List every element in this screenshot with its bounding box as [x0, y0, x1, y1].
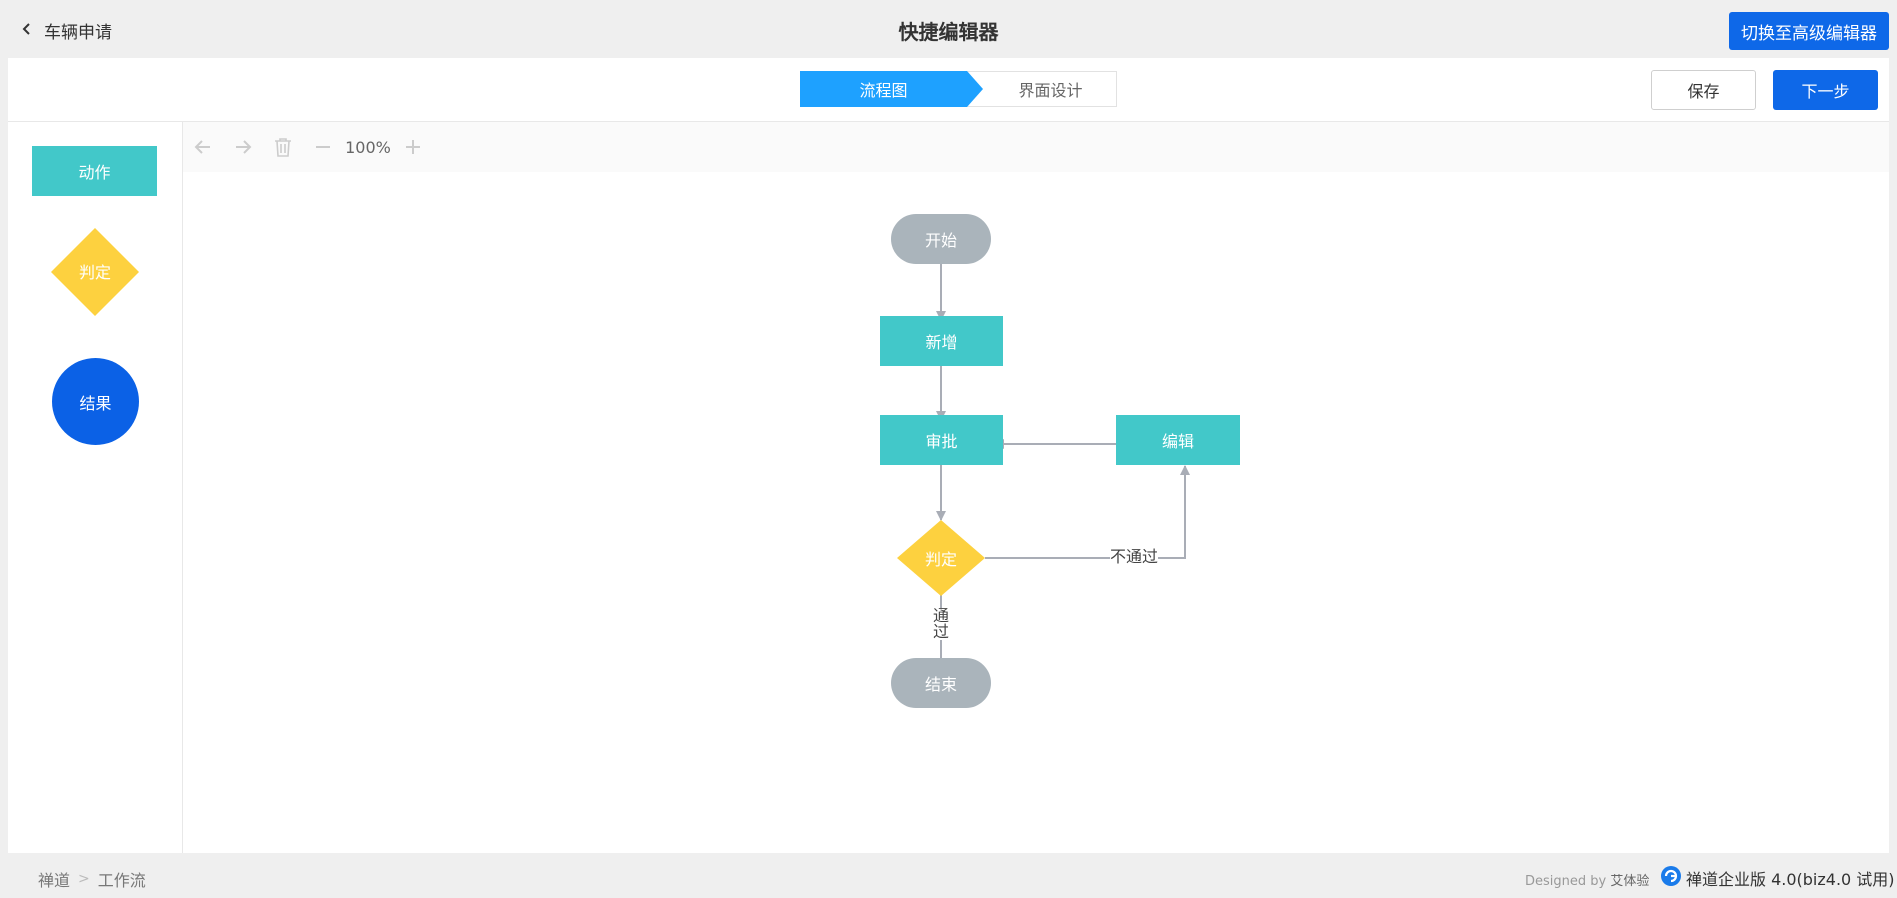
divider: [8, 121, 1889, 122]
breadcrumb-separator: >: [78, 871, 90, 887]
arrow-right-icon: [236, 140, 252, 154]
chevron-left-icon: [20, 21, 34, 40]
editor-panel: 流程图 界面设计 保存 下一步 动作 判定 结果 100%: [8, 58, 1889, 853]
decision-node-label: 判定: [924, 550, 957, 569]
palette-result-shape[interactable]: 结果: [52, 358, 139, 445]
palette-decision-label: 判定: [79, 263, 111, 282]
next-step-button[interactable]: 下一步: [1773, 70, 1878, 110]
breadcrumb-home[interactable]: 禅道: [38, 871, 71, 890]
flow-edges: [897, 264, 1190, 668]
palette-action-shape[interactable]: 动作: [32, 146, 157, 196]
save-button[interactable]: 保存: [1651, 70, 1756, 110]
edge-label-pass-1: 通: [933, 606, 950, 625]
flow-canvas[interactable]: 开始 新增 审批 编辑 判定 结束 不通过 通 过: [183, 172, 1889, 853]
arrow-left-icon: [194, 140, 210, 154]
breadcrumb: 禅道 > 工作流: [38, 867, 146, 891]
minus-icon: [316, 146, 330, 148]
node-end[interactable]: 结束: [891, 658, 991, 708]
footer: 禅道 > 工作流 Designed by 艾体验 禅道企业版 4.0(biz4.…: [0, 853, 1897, 898]
decision-node-shape[interactable]: [897, 520, 985, 596]
product-brand[interactable]: 禅道企业版 4.0(biz4.0 试用): [1660, 865, 1895, 891]
edge-decision-edit: [985, 465, 1190, 559]
node-add[interactable]: 新增: [880, 316, 1003, 366]
brand-label: 禅道企业版 4.0(biz4.0 试用): [1686, 870, 1895, 889]
redo-button[interactable]: [223, 127, 263, 167]
palette-decision-shape[interactable]: 判定: [51, 228, 139, 316]
back-button[interactable]: 车辆申请: [20, 18, 112, 43]
canvas-toolbar: 100%: [183, 122, 1889, 172]
switch-advanced-editor-button[interactable]: 切换至高级编辑器: [1729, 12, 1889, 50]
zoom-out-button[interactable]: [303, 127, 343, 167]
page-title: 快捷编辑器: [898, 20, 999, 44]
back-label: 车辆申请: [44, 22, 112, 43]
zoom-level: 100%: [345, 137, 391, 157]
zoom-in-button[interactable]: [393, 127, 433, 167]
zentao-logo-icon: [1660, 865, 1682, 891]
top-bar: 车辆申请 快捷编辑器 切换至高级编辑器: [0, 0, 1897, 58]
tab-ui-design[interactable]: 界面设计: [967, 71, 1117, 107]
designed-by-prefix: Designed by: [1525, 874, 1607, 889]
plus-icon: [406, 140, 420, 154]
designed-by-name: 艾体验: [1610, 874, 1650, 889]
step-tabs: 流程图 界面设计: [800, 71, 1117, 109]
node-edit[interactable]: 编辑: [1116, 415, 1240, 465]
node-start[interactable]: 开始: [891, 214, 991, 264]
delete-button[interactable]: [263, 127, 303, 167]
tab-flowchart[interactable]: 流程图: [800, 71, 983, 107]
designed-by: Designed by 艾体验: [1525, 870, 1649, 889]
trash-icon: [275, 138, 291, 157]
shape-palette: 动作 判定 结果: [8, 122, 183, 853]
edge-label-pass-2: 过: [933, 622, 950, 641]
breadcrumb-workflow[interactable]: 工作流: [97, 871, 146, 890]
undo-button[interactable]: [183, 127, 223, 167]
edge-label-reject: 不通过: [1110, 547, 1159, 566]
node-approve[interactable]: 审批: [880, 415, 1003, 465]
